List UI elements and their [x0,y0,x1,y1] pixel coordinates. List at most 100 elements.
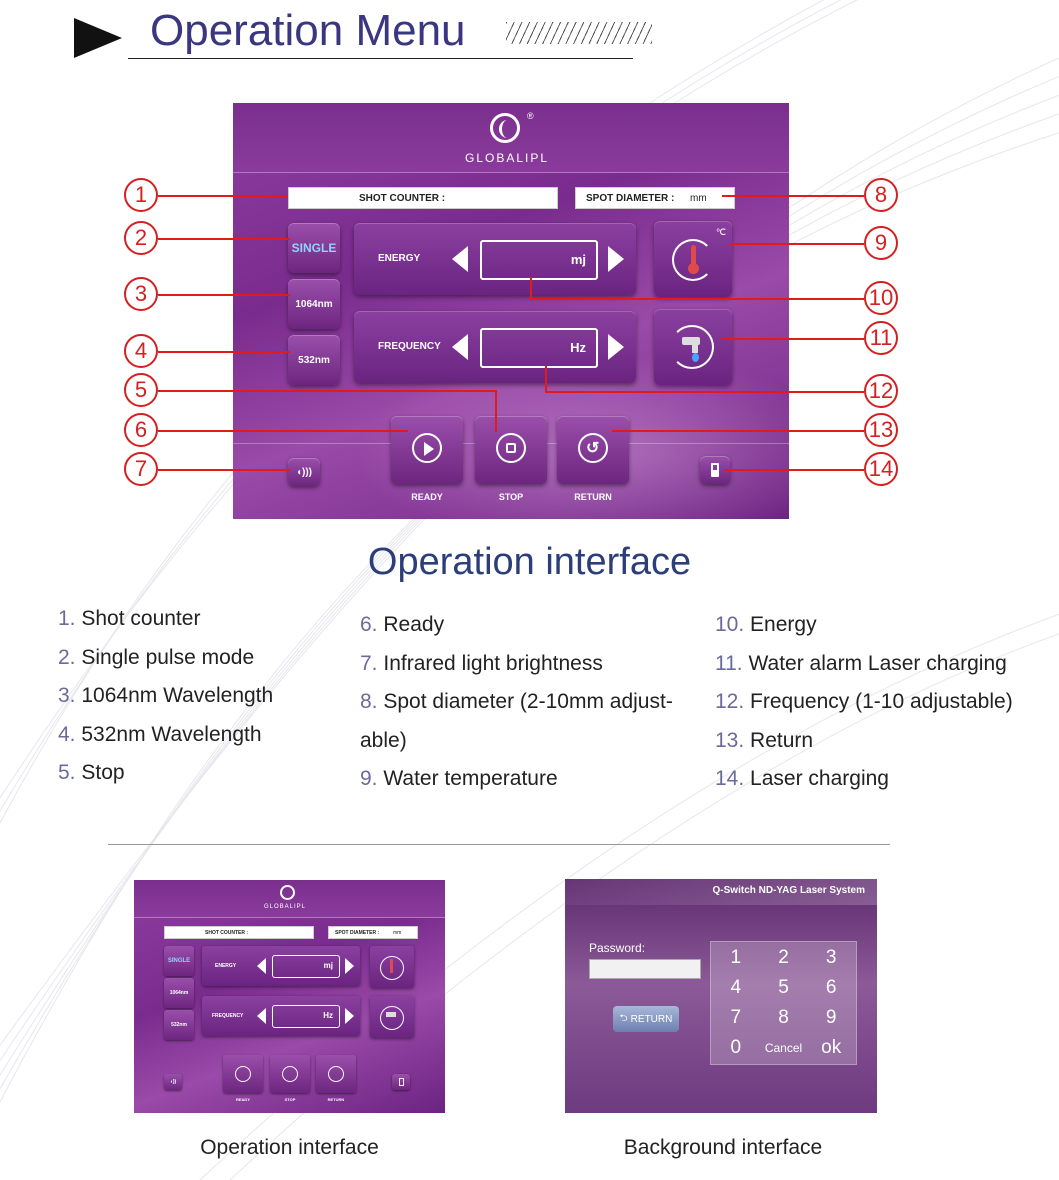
callout-7: 7 [124,452,158,486]
caption-background-interface: Background interface [623,1136,823,1159]
energy-decrease-icon[interactable] [452,246,468,272]
callout-5: 5 [124,373,158,407]
thumb-shot-counter: SHOT COUNTER : [164,926,314,939]
callout-line-9 [730,243,864,245]
legend-item: 8. Spot diameter (2-10mm adjust- [360,690,673,713]
callout-line-8 [722,195,864,197]
brand-logo-icon [490,113,520,143]
thumb-logo-icon [280,885,295,900]
thumb-frequency-panel: FREQUENCY Hz [202,996,360,1036]
callout-line-10 [530,298,864,300]
thumb-532-button: 532nm [164,1010,194,1040]
key-6: 6 [825,977,837,998]
thermometer-icon [672,239,714,281]
key-0: 0 [730,1037,742,1058]
callout-10: 10 [864,281,898,315]
wavelength-1064-button[interactable]: 1064nm [288,279,340,329]
thumb-temperature-button [370,946,414,988]
thumb-brand: GLOBALIPL [264,904,307,910]
legend-column-1: 1. Shot counter 2. Single pulse mode 3. … [58,600,273,793]
frequency-decrease-icon[interactable] [452,334,468,360]
callout-13: 13 [864,413,898,447]
thumb-single-button: SINGLE [164,946,194,976]
key-ok: ok [821,1037,842,1058]
thumb-energy-panel: ENERGY mj [202,946,360,986]
signal-icon: ◖))) [295,466,313,478]
frequency-value-box[interactable]: Hz [480,328,598,368]
spot-diameter-field: SPOT DIAMETER : mm [575,187,735,209]
key-7: 7 [730,1007,742,1028]
brand-name: GLOBALIPL [465,151,550,165]
callout-line-1 [158,195,288,197]
legend-item: 5. Stop [58,761,125,784]
water-temperature-button[interactable]: ℃ [654,221,732,297]
water-alarm-button[interactable] [654,309,732,385]
return-icon: ↺ [578,433,608,463]
return-label: RETURN [574,492,612,502]
callout-12: 12 [864,374,898,408]
return-button[interactable]: ↺ [557,416,629,484]
callout-line-7 [158,469,290,471]
legend-item: 13. Return [715,728,814,752]
thumb-ready-button [223,1055,263,1093]
infrared-brightness-button[interactable]: ◖))) [288,458,320,486]
single-mode-button[interactable]: SINGLE [288,223,340,273]
thumb-stop-label: STOP [284,1097,296,1102]
background-interface-thumbnail: Q-Switch ND-YAG Laser System Password: ⮌… [565,879,877,1113]
shot-counter-field: SHOT COUNTER : [288,187,558,209]
frequency-panel: FREQUENCY Hz [354,311,636,383]
operation-interface-screen: ® GLOBALIPL SHOT COUNTER : SPOT DIAMETER… [233,103,789,519]
thumb-return-button [316,1055,356,1093]
callout-line-5 [158,390,496,392]
legend-item: 12. Frequency (1-10 adjustable) [715,690,1013,713]
callout-line-10-vertical [530,277,532,299]
callout-line-5-vertical [495,390,497,432]
ready-label: READY [411,492,443,502]
header-underline [128,58,633,59]
key-5: 5 [778,977,789,998]
frequency-label: FREQUENCY [378,341,441,352]
callout-line-3 [158,294,290,296]
legend-item: 1. Shot counter [58,607,201,630]
legend-item: 11. Water alarm Laser charging [715,651,1007,675]
energy-panel: ENERGY mj [354,223,636,295]
thumb-1064-button: 1064nm [164,978,194,1008]
callout-line-12-vertical [545,366,547,392]
header-arrow-icon [74,18,122,58]
play-icon [412,433,442,463]
energy-increase-icon[interactable] [608,246,624,272]
callout-line-13 [612,430,864,432]
energy-label: ENERGY [378,253,421,264]
legend-item: able) [360,728,407,752]
thumb-ready-label: READY [235,1097,250,1102]
section-title: Operation interface [367,541,692,583]
legend-item: 14. Laser charging [715,767,889,790]
legend-column-3: 10. Energy 11. Water alarm Laser chargin… [715,606,1013,799]
callout-line-12 [545,391,864,393]
operation-interface-thumbnail: GLOBALIPL SHOT COUNTER : SPOT DIAMETER :… [134,880,445,1113]
stop-button[interactable] [475,416,547,484]
callout-line-6 [158,430,408,432]
legend-item: 3. 1064nm Wavelength [58,684,274,707]
callout-3: 3 [124,277,158,311]
section-divider [108,844,890,845]
thumb-return-label: RETURN [327,1097,345,1102]
wavelength-532-button[interactable]: 532nm [288,335,340,385]
thumb-stop-button [270,1055,310,1093]
shot-counter-label: SHOT COUNTER : [359,193,446,204]
system-title: Q-Switch ND-YAG Laser System [712,885,865,896]
legend-item: 9. Water temperature [360,767,558,790]
frequency-unit: Hz [570,340,586,355]
key-8: 8 [778,1007,789,1028]
legend-item: 4. 532nm Wavelength [58,722,262,746]
background-return-button: ⮌ RETURN [613,1006,679,1032]
callout-line-14 [724,469,864,471]
spot-diameter-label: SPOT DIAMETER : [586,193,675,204]
legend-item: 7. Infrared light brightness [360,651,603,675]
frequency-increase-icon[interactable] [608,334,624,360]
key-1: 1 [730,947,742,968]
energy-value-box[interactable]: mj [480,240,598,280]
callout-6: 6 [124,413,158,447]
ready-button[interactable] [391,416,463,484]
thumb-infrared-button: ◖)) [164,1074,182,1090]
